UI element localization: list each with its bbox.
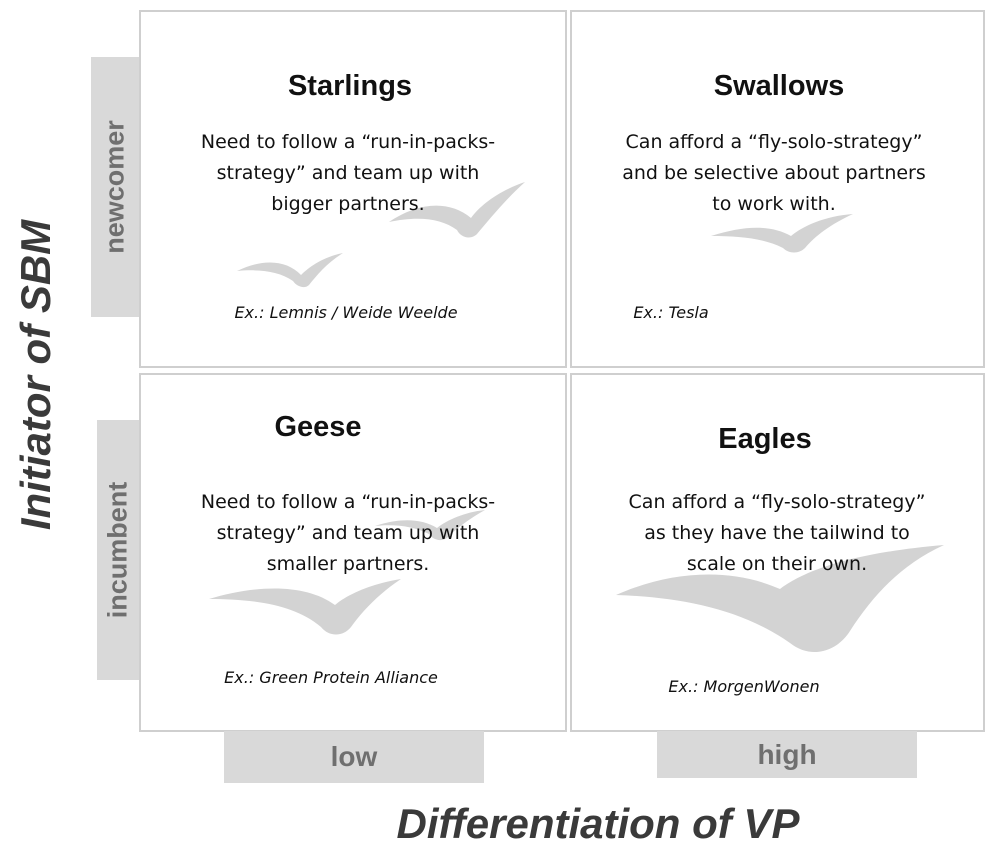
x-level-high-label: high (757, 738, 817, 770)
quadrant-title: Geese (274, 411, 362, 443)
quadrant-title: Eagles (718, 423, 812, 455)
x-level-low-label: low (330, 741, 378, 772)
x-level-high: high (657, 731, 917, 778)
quadrant-example: Ex.: Lemnis / Weide Weelde (234, 303, 458, 322)
quadrant-title: Swallows (713, 70, 845, 102)
y-axis-title: Initiator of SBM (12, 219, 59, 531)
quadrant-starlings: Starlings Need to follow a “run-in-packs… (139, 10, 567, 368)
quadrant-description: Can afford a “fly-solo-strategy” as they… (628, 491, 926, 575)
quadrant-example: Ex.: Green Protein Alliance (224, 668, 438, 687)
quadrant-swallows: Swallows Can afford a “fly-solo-strategy… (570, 10, 985, 368)
quadrant-description: Can afford a “fly-solo-strategy” and be … (622, 131, 926, 215)
y-level-newcomer: newcomer (91, 57, 139, 317)
bird-icon (389, 182, 525, 238)
quadrant-description: Need to follow a “run-in-packs- strategy… (200, 131, 496, 215)
y-level-incumbent-label: incumbent (102, 481, 133, 619)
y-level-newcomer-label: newcomer (99, 120, 130, 254)
quadrant-eagles: Eagles Can afford a “fly-solo-strategy” … (570, 373, 985, 732)
quadrant-description: Need to follow a “run-in-packs- strategy… (200, 491, 496, 575)
bird-icon (616, 545, 944, 653)
quadrant-geese: Geese Need to follow a “run-in-packs- st… (139, 373, 567, 732)
quadrant-example: Ex.: MorgenWonen (668, 677, 820, 696)
quadrant-example: Ex.: Tesla (633, 303, 709, 322)
bird-icon (209, 579, 401, 635)
bird-icon (375, 510, 485, 541)
x-level-low: low (224, 731, 484, 783)
y-level-incumbent: incumbent (97, 420, 139, 680)
x-axis-title: Differentiation of VP (396, 800, 800, 847)
bird-icon (237, 253, 343, 288)
bird-icon (711, 214, 853, 253)
quadrant-title: Starlings (287, 70, 413, 102)
